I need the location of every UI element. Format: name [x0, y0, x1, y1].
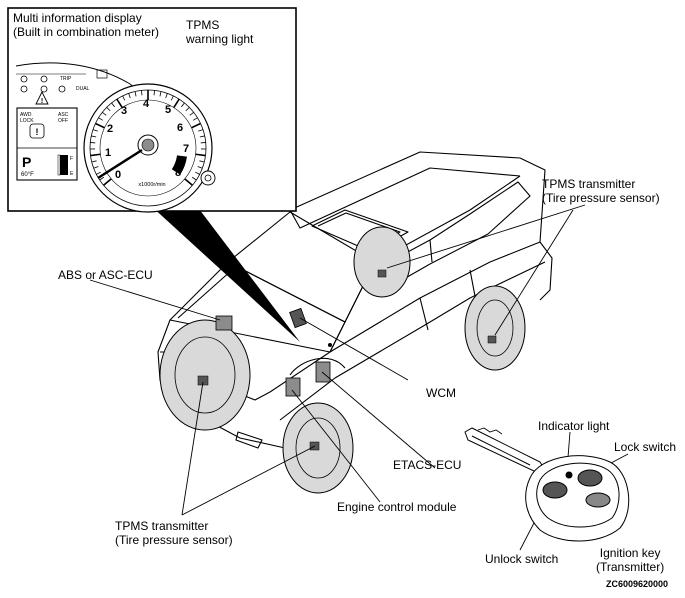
svg-text:!: !	[36, 127, 39, 137]
tach-number-3: 3	[121, 105, 127, 117]
tach-number-2: 2	[107, 123, 113, 135]
display-gear: P	[22, 154, 31, 170]
tach-tick	[141, 90, 142, 95]
unlock-switch-label: Unlock switch	[485, 552, 558, 566]
abs-asc-ecu-label: ABS or ASC-ECU	[58, 268, 153, 282]
abs-asc-ecu-unit	[216, 316, 232, 330]
tach-number-1: 1	[105, 147, 111, 159]
engine-control-module-label: Engine control module	[337, 500, 456, 514]
etacs-ecu-label: ETACS-ECU	[393, 458, 461, 472]
lock-switch-label: Lock switch	[614, 440, 676, 454]
tpms-transmitter-front-label: TPMS transmitter (Tire pressure sensor)	[115, 519, 233, 547]
ignition-key-label: Ignition key (Transmitter)	[596, 546, 664, 574]
wheel-rear-left	[354, 227, 410, 297]
multi-info-display-label: Multi information display (Built in comb…	[13, 11, 159, 39]
figure-code: ZC6009620000	[606, 579, 668, 589]
panic-button	[586, 493, 610, 507]
display-dual: DUAL	[76, 86, 90, 92]
display-fuel-full: F	[70, 156, 73, 162]
wheel-rear-right	[465, 286, 525, 370]
indicator-light-led	[566, 472, 572, 478]
tach-number-4: 4	[143, 98, 150, 110]
tach-unit: x1000r/min	[138, 182, 165, 188]
tpms-transmitter-rear-label: TPMS transmitter (Tire pressure sensor)	[542, 177, 660, 205]
tach-number-0: 0	[115, 169, 121, 181]
wheel-front-right	[283, 403, 353, 493]
engine-control-module-unit	[286, 378, 300, 396]
ignition-key-transmitter	[465, 428, 629, 541]
tach-number-6: 6	[177, 122, 183, 134]
etacs-ecu-unit	[316, 362, 330, 382]
indicator-light-label: Indicator light	[538, 419, 609, 433]
unlock-switch-button	[543, 482, 567, 498]
wcm-unit	[290, 308, 307, 327]
tach-number-7: 7	[183, 143, 189, 155]
display-temp: 60°F	[21, 172, 34, 178]
lock-switch-button	[578, 470, 602, 486]
tach-tick	[154, 90, 155, 95]
tach-number-5: 5	[165, 104, 171, 116]
tach-number-8: 8	[175, 167, 181, 179]
display-trip: TRIP	[60, 76, 72, 82]
svg-text:!: !	[41, 98, 43, 105]
tpms-warning-light-label: TPMS warning light	[186, 18, 253, 46]
wcm-label: WCM	[426, 386, 456, 400]
display-lock: LOCK	[20, 118, 34, 124]
wheel-front-left	[160, 320, 250, 430]
display-off: OFF	[58, 118, 68, 124]
